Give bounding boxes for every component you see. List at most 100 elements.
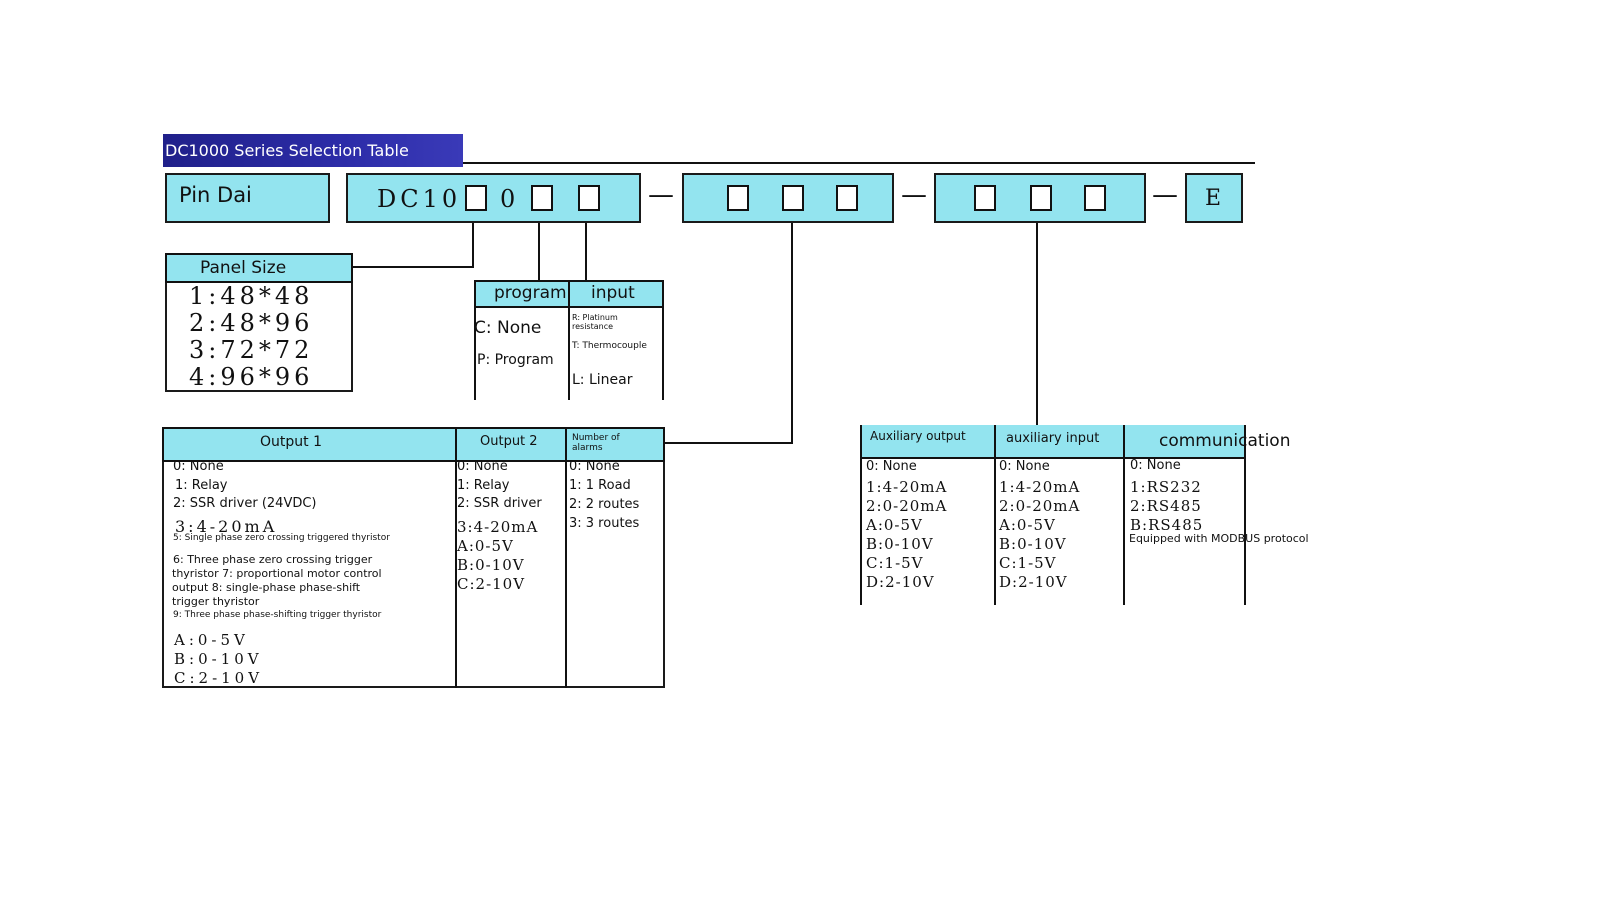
dash-2: — <box>901 180 927 210</box>
output2-alarms-divider <box>565 460 567 688</box>
communication-analog-1: 2:RS485 <box>1130 497 1202 515</box>
alarms-slot[interactable] <box>836 185 858 211</box>
communication-analog-0: 1:RS232 <box>1130 478 1202 496</box>
output1-item-3: 3:4-20mA <box>175 517 278 536</box>
output1-analog-b: B:0-10V <box>174 650 263 668</box>
alarms-item-1: 1: 1 Road <box>569 478 631 493</box>
aux-divider-1 <box>994 458 996 605</box>
aux-output-analog-4: C:1-5V <box>866 554 924 572</box>
output1-note-6a: 6: Three phase zero crossing trigger <box>173 553 373 566</box>
aux-input-item-0: 0: None <box>999 459 1050 474</box>
program-slot[interactable] <box>531 185 553 211</box>
output2-slot[interactable] <box>782 185 804 211</box>
panel-size-4: 4:96*96 <box>189 363 314 391</box>
program-left-border <box>474 306 476 400</box>
panel-size-header-label: Panel Size <box>200 258 287 278</box>
alarms-item-0: 0: None <box>569 459 620 474</box>
panel-size-1: 1:48*48 <box>189 282 314 310</box>
aux-output-item-0: 0: None <box>866 459 917 474</box>
panel-size-header: Panel Size <box>165 253 353 283</box>
output2-item-0: 0: None <box>457 459 508 474</box>
input-right-border <box>662 306 664 400</box>
input-item-linear: L: Linear <box>572 372 633 388</box>
aux-input-analog-3: B:0-10V <box>999 535 1067 553</box>
output1-note-9: 9: Three phase phase-shifting trigger th… <box>173 610 382 620</box>
aux-output-analog-2: A:0-5V <box>866 516 923 534</box>
output1-note-6d: trigger thyristor <box>172 595 260 608</box>
output2-header: Output 2 <box>455 427 567 462</box>
dash-3: — <box>1152 180 1178 210</box>
aux-divider-2 <box>1123 458 1125 605</box>
aux-input-header-label: auxiliary input <box>1006 431 1100 446</box>
communication-header: communication <box>1123 425 1290 459</box>
connector-panel-size-h <box>352 266 474 268</box>
output2-header-label: Output 2 <box>480 434 538 449</box>
title-rule <box>463 162 1255 164</box>
suffix-box: E <box>1185 173 1243 223</box>
communication-item-0: 0: None <box>1130 458 1181 473</box>
output2-item-2: 2: SSR driver <box>457 496 542 511</box>
model-code-box: DC10 0 <box>346 173 641 223</box>
program-item-program: P: Program <box>477 352 554 368</box>
aux-input-analog-2: A:0-5V <box>999 516 1056 534</box>
output1-header-label: Output 1 <box>260 434 322 450</box>
output1-slot[interactable] <box>727 185 749 211</box>
model-prefix: DC10 <box>377 185 462 213</box>
output1-item-2: 2: SSR driver (24VDC) <box>173 496 317 511</box>
suffix-label: E <box>1205 186 1222 211</box>
input-item-thermocouple: T: Thermocouple <box>572 341 647 351</box>
output-code-box <box>682 173 894 223</box>
aux-output-header-label: Auxiliary output <box>870 429 966 443</box>
aux-input-slot[interactable] <box>1030 185 1052 211</box>
communication-header-label: communication <box>1159 431 1291 451</box>
connector-input <box>585 223 587 281</box>
aux-output-header: Auxiliary output <box>860 425 996 459</box>
panel-size-slot[interactable] <box>465 185 487 211</box>
communication-note: Equipped with MODBUS protocol <box>1129 532 1309 545</box>
alarms-header-label: Number of alarms <box>572 433 620 453</box>
aux-input-analog-1: 2:0-20mA <box>999 497 1081 515</box>
aux-code-box <box>934 173 1146 223</box>
aux-input-analog-4: C:1-5V <box>999 554 1057 572</box>
brand-label: Pin Dai <box>179 183 252 207</box>
aux-output-analog-0: 1:4-20mA <box>866 478 948 496</box>
aux-input-header: auxiliary input <box>994 425 1125 459</box>
output2-item-1: 1: Relay <box>457 478 510 493</box>
connector-output-h <box>663 442 793 444</box>
aux-output-analog-3: B:0-10V <box>866 535 934 553</box>
output2-analog-2: B:0-10V <box>457 556 525 574</box>
output1-note-5: 5: Single phase zero crossing triggered … <box>173 533 390 543</box>
output1-note-6b: thyristor 7: proportional motor control <box>172 567 382 580</box>
output1-item-0: 0: None <box>173 459 224 474</box>
output1-analog-a: A:0-5V <box>174 631 249 649</box>
aux-input-analog-5: D:2-10V <box>999 573 1068 591</box>
alarms-item-3: 3: 3 routes <box>569 516 640 531</box>
panel-size-3: 3:72*72 <box>189 336 314 364</box>
communication-slot[interactable] <box>1084 185 1106 211</box>
program-item-none: C: None <box>474 318 542 338</box>
aux-left-border <box>860 458 862 605</box>
connector-program <box>538 223 540 281</box>
panel-size-2: 2:48*96 <box>189 309 314 337</box>
alarms-item-2: 2: 2 routes <box>569 497 640 512</box>
aux-output-slot[interactable] <box>974 185 996 211</box>
program-header-label: program <box>494 283 567 303</box>
output1-item-1: 1: Relay <box>175 478 228 493</box>
aux-right-border <box>1244 425 1246 605</box>
output1-header: Output 1 <box>162 427 457 462</box>
connector-aux <box>1036 223 1038 425</box>
alarms-header: Number of alarms <box>565 427 665 462</box>
aux-input-analog-0: 1:4-20mA <box>999 478 1081 496</box>
output1-note-6c: output 8: single-phase phase-shift <box>172 581 361 594</box>
diagram-title: DC1000 Series Selection Table <box>163 134 463 167</box>
communication-analog-2: B:RS485 <box>1130 516 1204 534</box>
brand-box: Pin Dai <box>165 173 330 223</box>
program-input-divider <box>568 306 570 400</box>
aux-output-analog-5: D:2-10V <box>866 573 935 591</box>
output2-analog-3: C:2-10V <box>457 575 526 593</box>
output1-output2-divider <box>455 460 457 688</box>
input-slot[interactable] <box>578 185 600 211</box>
dash-1: — <box>648 180 674 210</box>
output2-analog-0: 3:4-20mA <box>457 518 539 536</box>
output1-analog-c: C:2-10V <box>174 669 264 687</box>
